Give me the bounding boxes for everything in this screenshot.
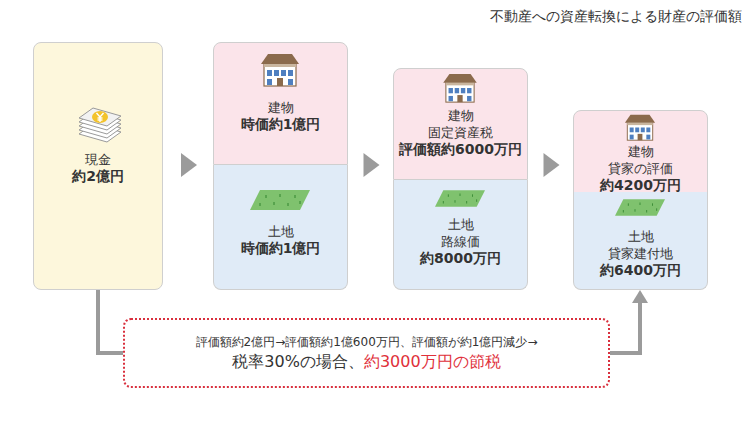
note-line: 税率30%の場合、約3000万円の節税 <box>125 351 608 373</box>
building-icon <box>625 115 655 140</box>
value-text: 約4200万円 <box>574 177 707 194</box>
connector-line <box>610 301 640 353</box>
value-text: 約8000万円 <box>394 250 527 267</box>
flow-connector <box>98 290 123 353</box>
value-text: 時価約1億円 <box>214 240 347 257</box>
land-icon <box>615 199 665 216</box>
flow-connector <box>610 290 648 353</box>
connector-line <box>98 290 123 353</box>
arrow-triangle <box>544 153 560 177</box>
label-text: 建物 <box>394 107 527 124</box>
label-text: 貸家建付地 <box>574 245 707 262</box>
label-text: 土地 <box>394 216 527 233</box>
building-box: 建物貸家の評価約4200万円 <box>573 110 708 199</box>
label-text: 貸家の評価 <box>574 160 707 177</box>
diagram-title: 不動産への資産転換による財産の評価額 <box>490 8 742 26</box>
label-text: 路線価 <box>394 233 527 250</box>
value-text: 時価約1億円 <box>214 116 347 133</box>
arrow-head <box>632 290 648 303</box>
value-text: 約2億円 <box>34 168 162 185</box>
label-text: 現金 <box>34 151 162 168</box>
asset-box: 現金約2億円 <box>33 42 163 290</box>
note-text: 評価額約2億円→評価額約1億600万円、評価額が約1億円減少→ <box>125 333 608 351</box>
label-text: 建物 <box>574 143 707 160</box>
building-box: 建物時価約1億円 <box>213 42 348 165</box>
label-text: 土地 <box>574 228 707 245</box>
value-text: 約6400万円 <box>574 262 707 279</box>
note-box: 評価額約2億円→評価額約1億600万円、評価額が約1億円減少→税率30%の場合、… <box>123 318 610 388</box>
label-text: 固定資産税 <box>394 124 527 141</box>
land-box: 土地時価約1億円 <box>213 165 348 290</box>
cash-icon <box>79 108 121 142</box>
flow-connector <box>364 153 380 177</box>
land-icon <box>435 190 485 207</box>
flow-connector <box>544 153 560 177</box>
flow-connector <box>181 153 197 177</box>
label-text: 土地 <box>214 223 347 240</box>
building-icon <box>443 74 477 102</box>
building-icon <box>261 54 299 86</box>
land-icon <box>250 190 310 210</box>
arrow-triangle <box>364 153 380 177</box>
land-box: 土地路線価約8000万円 <box>393 180 528 290</box>
land-box: 土地貸家建付地約6400万円 <box>573 192 708 290</box>
highlight-text: 約3000万円の節税 <box>364 352 501 371</box>
value-text: 評価額約6000万円 <box>394 141 527 158</box>
building-box: 建物固定資産税評価額約6000万円 <box>393 68 528 180</box>
label-text: 建物 <box>214 99 347 116</box>
arrow-triangle <box>181 153 197 177</box>
note-text: 税率30%の場合、 <box>232 352 364 371</box>
